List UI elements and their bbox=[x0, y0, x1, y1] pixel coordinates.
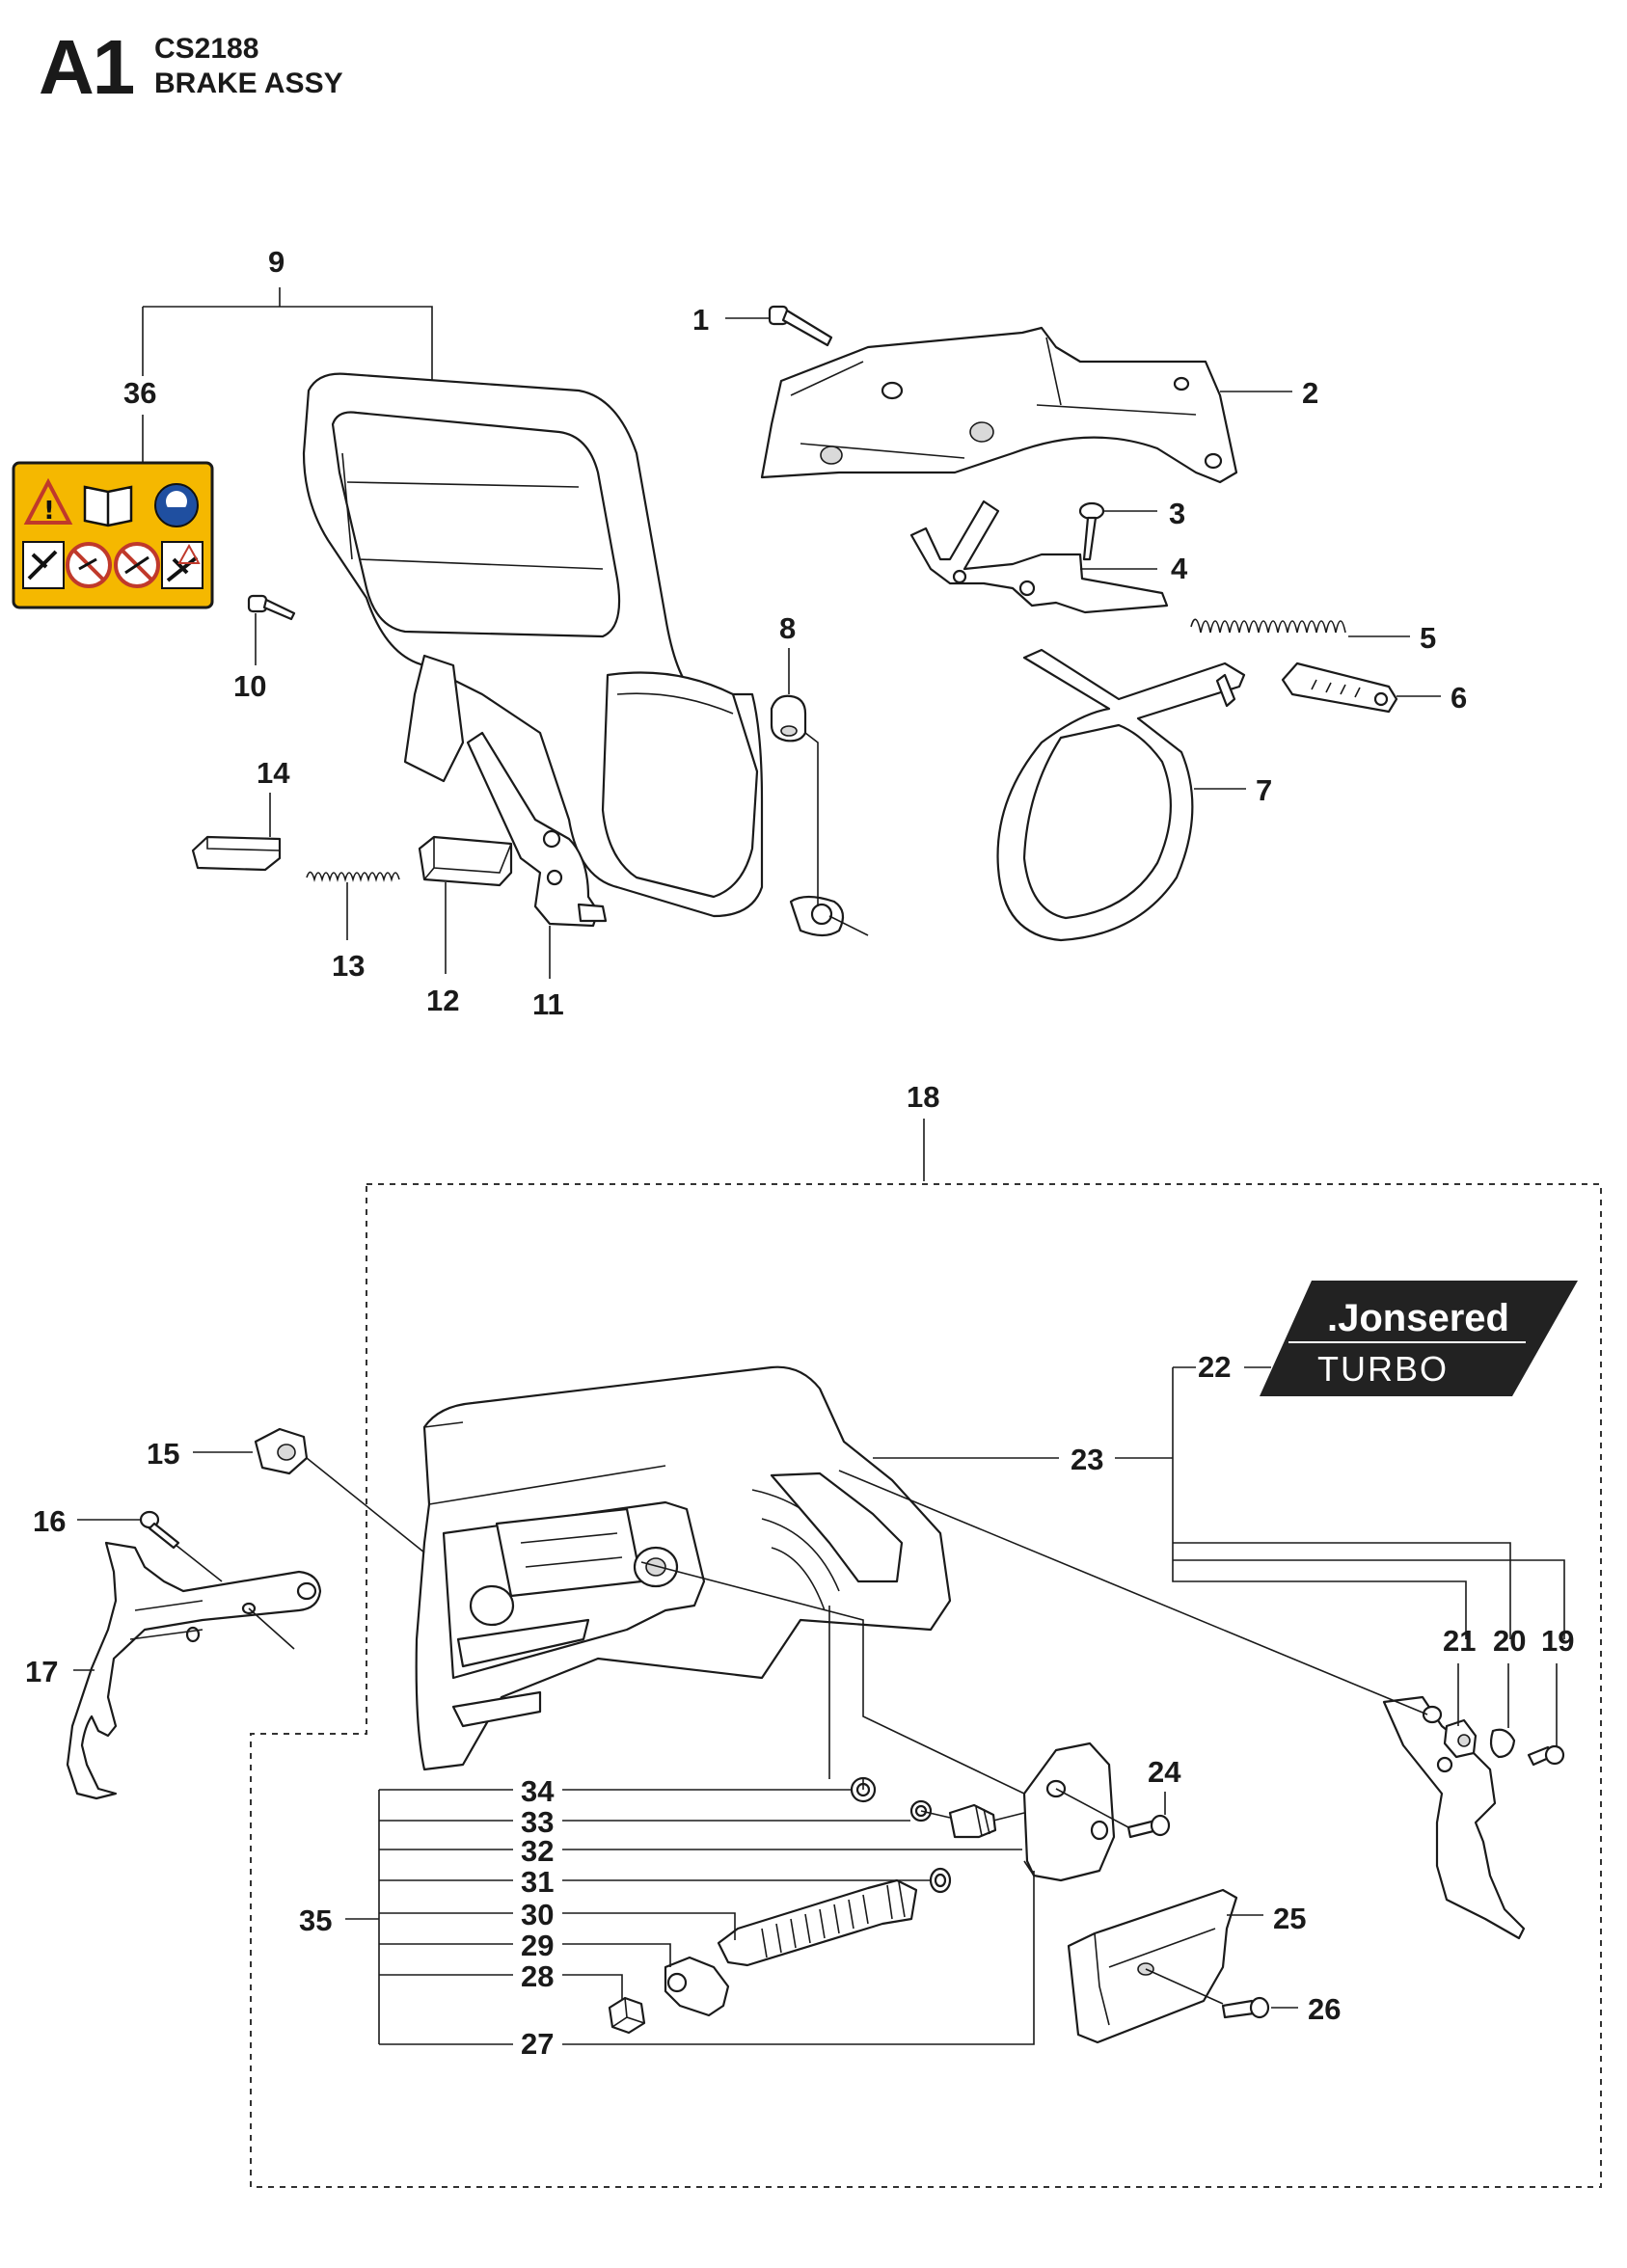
bushing-8[interactable] bbox=[770, 694, 807, 742]
plunger-12[interactable] bbox=[418, 835, 513, 887]
callout-1[interactable]: 1 bbox=[692, 303, 709, 337]
callout-30[interactable]: 30 bbox=[521, 1898, 554, 1931]
callout-25[interactable]: 25 bbox=[1273, 1902, 1306, 1935]
kickback-icon bbox=[22, 541, 65, 589]
nut-29[interactable] bbox=[664, 1956, 730, 2017]
bumper-spike-17[interactable] bbox=[66, 1541, 322, 1800]
callout-12[interactable]: 12 bbox=[426, 984, 459, 1017]
callout-6[interactable]: 6 bbox=[1451, 681, 1467, 715]
warning-label: ! bbox=[12, 461, 214, 609]
screw-19[interactable] bbox=[1527, 1744, 1565, 1767]
callout-10[interactable]: 10 bbox=[233, 669, 266, 703]
page-code: A1 bbox=[39, 24, 135, 110]
callout-18[interactable]: 18 bbox=[907, 1080, 939, 1114]
page-header: A1 CS2188 BRAKE ASSY bbox=[39, 29, 540, 116]
gear-32[interactable] bbox=[948, 1803, 997, 1839]
callout-29[interactable]: 29 bbox=[521, 1929, 554, 1962]
screw-10[interactable] bbox=[247, 594, 296, 621]
callout-21[interactable]: 21 bbox=[1443, 1624, 1476, 1658]
callout-22[interactable]: 22 bbox=[1198, 1350, 1231, 1384]
front-hand-guard[interactable] bbox=[302, 372, 845, 937]
spring-holder-14[interactable] bbox=[191, 835, 282, 872]
callout-24[interactable]: 24 bbox=[1148, 1755, 1181, 1789]
callout-31[interactable]: 31 bbox=[521, 1865, 554, 1899]
manual-icon bbox=[83, 485, 133, 527]
two-hand-icon bbox=[161, 541, 203, 589]
assembly-18-boundary bbox=[250, 1183, 1602, 2188]
callout-26[interactable]: 26 bbox=[1308, 1992, 1341, 2026]
callout-5[interactable]: 5 bbox=[1420, 621, 1436, 655]
no-tip-icon bbox=[114, 542, 160, 588]
callout-9[interactable]: 9 bbox=[268, 245, 285, 279]
brake-spring-5[interactable] bbox=[1190, 618, 1346, 634]
brake-lever-11[interactable] bbox=[466, 731, 608, 928]
warning-icon: ! bbox=[23, 477, 73, 526]
callout-7[interactable]: 7 bbox=[1256, 773, 1272, 807]
callout-13[interactable]: 13 bbox=[332, 949, 365, 983]
brake-trigger-4[interactable] bbox=[909, 500, 1169, 614]
helmet-icon bbox=[154, 483, 199, 527]
spring-guide-6[interactable] bbox=[1281, 662, 1398, 714]
no-one-hand-icon bbox=[66, 542, 112, 588]
guide-plate-25[interactable] bbox=[1067, 1888, 1238, 2044]
brand-name: .Jonsered bbox=[1327, 1297, 1509, 1339]
screw-16[interactable] bbox=[139, 1510, 180, 1550]
screw-3[interactable] bbox=[1078, 501, 1105, 561]
model-number: CS2188 bbox=[154, 33, 259, 65]
brake-cover-2[interactable] bbox=[760, 326, 1238, 484]
adjusting-screw-30[interactable] bbox=[717, 1878, 918, 1967]
assembly-title: BRAKE ASSY bbox=[154, 68, 343, 99]
callout-14[interactable]: 14 bbox=[257, 756, 290, 790]
callout-33[interactable]: 33 bbox=[521, 1805, 554, 1839]
callout-2[interactable]: 2 bbox=[1302, 376, 1318, 410]
screw-24[interactable] bbox=[1126, 1814, 1171, 1839]
clutch-cover-23[interactable] bbox=[415, 1365, 952, 1771]
callout-20[interactable]: 20 bbox=[1493, 1624, 1526, 1658]
callout-16[interactable]: 16 bbox=[33, 1504, 66, 1538]
callout-23[interactable]: 23 bbox=[1071, 1443, 1103, 1476]
callout-27[interactable]: 27 bbox=[521, 2027, 554, 2061]
screw-1[interactable] bbox=[768, 305, 833, 347]
washer-20[interactable] bbox=[1489, 1728, 1516, 1759]
brand-badge-22[interactable]: .Jonsered TURBO bbox=[1260, 1281, 1578, 1396]
callout-17[interactable]: 17 bbox=[25, 1655, 58, 1688]
oring-31[interactable] bbox=[929, 1867, 952, 1894]
callout-35[interactable]: 35 bbox=[299, 1904, 332, 1937]
callout-4[interactable]: 4 bbox=[1171, 552, 1188, 585]
brake-band-7[interactable] bbox=[996, 648, 1246, 942]
sleeve-21[interactable] bbox=[1443, 1718, 1478, 1759]
callout-28[interactable]: 28 bbox=[521, 1959, 554, 1993]
spring-13[interactable] bbox=[306, 871, 400, 882]
screw-26[interactable] bbox=[1221, 1996, 1270, 2019]
callout-36[interactable]: 36 bbox=[123, 376, 156, 410]
callout-19[interactable]: 19 bbox=[1541, 1624, 1574, 1658]
nut-15[interactable] bbox=[254, 1427, 309, 1475]
callout-3[interactable]: 3 bbox=[1169, 497, 1185, 530]
svg-text:!: ! bbox=[43, 497, 55, 526]
nut-28[interactable] bbox=[608, 1996, 646, 2035]
callout-11[interactable]: 11 bbox=[532, 987, 564, 1021]
brand-sub: TURBO bbox=[1317, 1349, 1449, 1389]
callout-32[interactable]: 32 bbox=[521, 1834, 554, 1868]
callout-34[interactable]: 34 bbox=[521, 1774, 555, 1808]
callout-15[interactable]: 15 bbox=[147, 1437, 179, 1471]
callout-8[interactable]: 8 bbox=[779, 611, 796, 645]
